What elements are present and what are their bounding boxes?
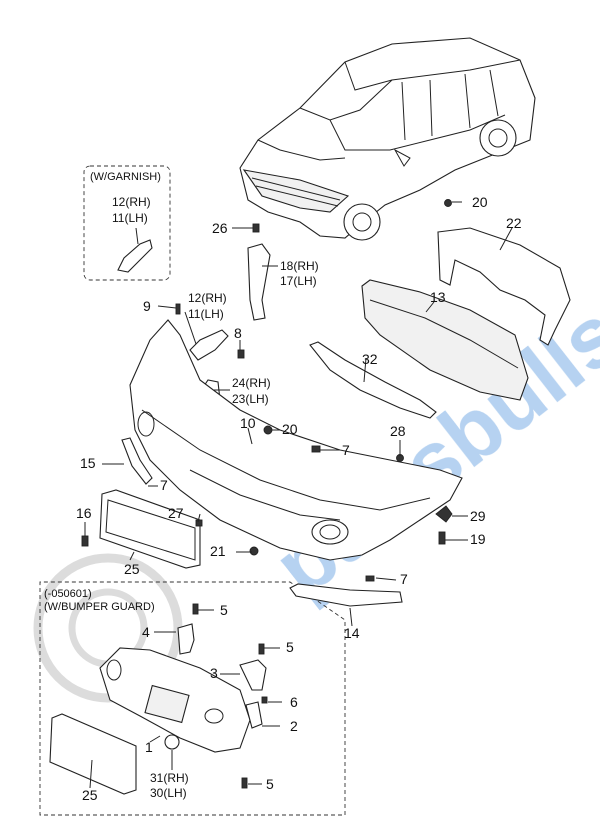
- part-2-bracket: [245, 701, 263, 729]
- label-11-lh: 11(LH): [188, 307, 224, 321]
- part-14-lower-molding: [289, 583, 403, 607]
- bumper-guard-box: (-050601) (W/BUMPER GUARD): [39, 581, 346, 816]
- label-20-top: 20: [472, 194, 488, 210]
- label-29: 29: [470, 508, 486, 524]
- label-21: 21: [210, 543, 226, 559]
- label-4: 4: [142, 624, 150, 640]
- label-19: 19: [470, 531, 486, 547]
- label-16: 16: [76, 505, 92, 521]
- label-27: 27: [168, 505, 184, 521]
- label-30-lh: 30(LH): [150, 786, 187, 800]
- leader-lines: [84, 201, 513, 789]
- fasteners: [81, 199, 453, 789]
- label-9: 9: [143, 298, 151, 314]
- label-25-main: 25: [124, 561, 140, 577]
- label-5-b: 5: [286, 639, 294, 655]
- label-12-rh-garnish: 12(RH): [112, 195, 151, 209]
- part-4-bracket: [177, 623, 195, 655]
- label-2: 2: [290, 718, 298, 734]
- label-3: 3: [210, 665, 218, 681]
- label-7-bottom: 7: [400, 571, 408, 587]
- garnish-bracket: [117, 239, 153, 273]
- vehicle-illustration: [239, 37, 536, 241]
- label-32: 32: [362, 351, 378, 367]
- part-10-bumper-cover: [129, 319, 463, 561]
- part-32-lower-lip: [309, 341, 437, 419]
- label-7-mid: 7: [342, 442, 350, 458]
- label-14: 14: [344, 625, 360, 641]
- bumper-guard-box-title-2: (W/BUMPER GUARD): [44, 601, 155, 613]
- part-3-bracket: [239, 659, 267, 691]
- part-25-license-plate-bracket: [99, 489, 201, 569]
- label-12-rh: 12(RH): [188, 291, 227, 305]
- label-25-guard: 25: [82, 787, 98, 803]
- label-23-lh: 23(LH): [232, 392, 269, 406]
- label-8: 8: [234, 325, 242, 341]
- garnish-box: (W/GARNISH) 12(RH) 11(LH): [83, 165, 171, 281]
- label-20-mid: 20: [282, 421, 298, 437]
- label-31-rh: 31(RH): [150, 771, 189, 785]
- part-15-side-molding: [121, 437, 153, 485]
- label-24-rh: 24(RH): [232, 376, 271, 390]
- label-10: 10: [240, 415, 256, 431]
- label-6: 6: [290, 694, 298, 710]
- part-30-31-cap: [164, 734, 180, 750]
- label-7-left: 7: [160, 477, 168, 493]
- label-28: 28: [390, 423, 406, 439]
- callout-labels: 26 20 22 18(RH) 17(LH) 9 12(RH) 11(LH) 1…: [76, 194, 522, 803]
- part-22-reinforcement-bracket: [437, 227, 571, 346]
- label-15: 15: [80, 455, 96, 471]
- label-26: 26: [212, 220, 228, 236]
- part-17-18-side-bracket: [247, 243, 271, 321]
- label-17-lh: 17(LH): [280, 274, 317, 288]
- label-13: 13: [430, 289, 446, 305]
- part-25-guard-plate-bracket: [49, 713, 137, 795]
- part-11-12-bracket: [189, 329, 229, 361]
- label-18-rh: 18(RH): [280, 259, 319, 273]
- label-1: 1: [145, 739, 153, 755]
- label-11-lh-garnish: 11(LH): [112, 211, 148, 225]
- label-5-a: 5: [220, 602, 228, 618]
- part-13-energy-absorber: [361, 279, 529, 401]
- label-22: 22: [506, 215, 522, 231]
- label-5-c: 5: [266, 776, 274, 792]
- bumper-guard-box-title-1: (-050601): [44, 588, 92, 600]
- garnish-box-title: (W/GARNISH): [90, 171, 161, 183]
